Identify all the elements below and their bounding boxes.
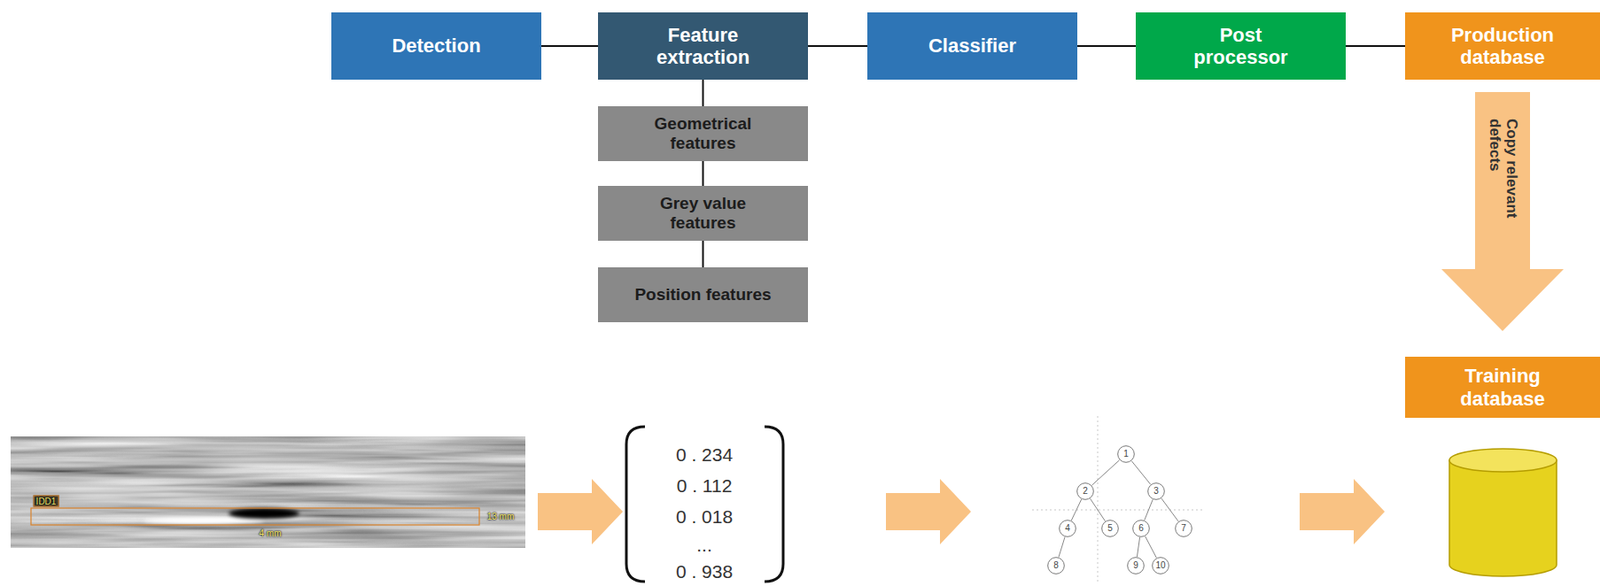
tree-branch [1136, 537, 1140, 558]
matrix-bracket [626, 427, 645, 583]
box-label: Production database [1440, 23, 1565, 70]
feature-box: Grey value features [598, 186, 808, 241]
cylinder-top [1449, 449, 1557, 473]
xray-strip [10, 436, 526, 549]
connector-line [702, 79, 705, 107]
dimension-label: 4 mm [259, 528, 282, 539]
connector-line [541, 45, 599, 47]
flow-arrow [885, 479, 971, 545]
tree-branch [1131, 461, 1150, 485]
tree-node-circle [1152, 558, 1170, 575]
box-label: Detection [391, 34, 481, 57]
tree-node-circle [1118, 446, 1135, 464]
tree-axis [1032, 510, 1205, 512]
defect-dark [228, 508, 300, 520]
tree-branch [1161, 498, 1179, 522]
tree-branch [1145, 536, 1158, 559]
tree-node: 6 [1132, 520, 1150, 538]
node-number: 3 [1153, 487, 1159, 497]
tree-node-circle [1059, 520, 1077, 538]
tree-node: 8 [1047, 557, 1065, 575]
tree-node-circle [1077, 483, 1095, 501]
process-box: Feature extraction [598, 12, 808, 80]
process-box: Post processor [1135, 12, 1346, 80]
flow-arrow [537, 479, 623, 545]
tree-branch [1144, 499, 1153, 521]
tree-branch [1090, 498, 1106, 521]
box-label: Post processor [1179, 23, 1304, 70]
defect-bright [143, 517, 265, 525]
node-number: 10 [1155, 561, 1166, 571]
feature-value: ... [696, 535, 713, 556]
box-label: Geometrical features [636, 114, 770, 154]
connector-line [1345, 45, 1406, 47]
connector-line [1077, 45, 1136, 47]
feature-value: 0 . 018 [675, 506, 733, 528]
tree-node: 9 [1126, 557, 1145, 575]
tree-node: 10 [1151, 557, 1170, 575]
box-label: Feature extraction [641, 23, 766, 70]
database-box: Training database [1405, 357, 1600, 419]
node-number: 1 [1123, 450, 1129, 459]
node-number: 7 [1180, 524, 1187, 534]
node-number: 4 [1064, 524, 1071, 534]
defect-frame [31, 508, 480, 526]
node-number: 9 [1133, 561, 1139, 571]
strip-ground [10, 436, 526, 549]
tree-node-circle [1133, 520, 1150, 538]
tree-node-circle [1175, 520, 1193, 538]
tree-node-circle [1148, 483, 1166, 501]
flow-arrow [1299, 479, 1385, 545]
strip-noise [10, 436, 526, 549]
tree-node: 5 [1101, 520, 1119, 538]
tree-branch [1058, 537, 1065, 559]
node-number: 6 [1138, 524, 1144, 534]
connector-line [702, 161, 705, 187]
dimension-label: 13 mm [487, 512, 515, 522]
tree-node: 4 [1058, 520, 1077, 538]
node-number: 5 [1107, 524, 1113, 534]
matrix-bracket [764, 427, 784, 583]
node-number: 2 [1082, 487, 1088, 497]
database-box: Production database [1405, 12, 1600, 80]
box-label: Training database [1440, 365, 1565, 411]
tree-node: 2 [1076, 482, 1095, 501]
feature-value: 0 . 234 [675, 444, 733, 466]
feature-box: Geometrical features [598, 106, 808, 162]
connector-line [807, 45, 868, 47]
box-label: Classifier [928, 34, 1017, 57]
process-box: Classifier [867, 12, 1078, 80]
cylinder-body [1449, 460, 1557, 577]
tree-branch [1071, 499, 1081, 521]
node-number: 8 [1053, 561, 1059, 571]
tree-node: 3 [1147, 482, 1166, 501]
tree-axis [1097, 416, 1099, 585]
database-cylinder [1449, 449, 1557, 577]
process-box: Detection [331, 12, 542, 80]
feature-value: 0 . 938 [675, 561, 733, 583]
tree-branch [1091, 460, 1119, 487]
copy-arrow [1441, 92, 1564, 332]
box-label: Position features [634, 285, 771, 305]
tree-node-circle [1102, 520, 1119, 538]
arrow-label: Copy relevant defects [1485, 118, 1519, 243]
feature-box: Position features [598, 267, 808, 323]
box-label: Grey value features [636, 194, 770, 234]
tree-node-circle [1127, 558, 1145, 575]
defect-id: IDD1 [33, 496, 60, 508]
connector-line [702, 240, 705, 268]
feature-value: 0 . 112 [676, 475, 733, 497]
tree-node: 7 [1174, 520, 1193, 538]
tree-node: 1 [1117, 445, 1135, 464]
tree-node-circle [1048, 558, 1065, 575]
